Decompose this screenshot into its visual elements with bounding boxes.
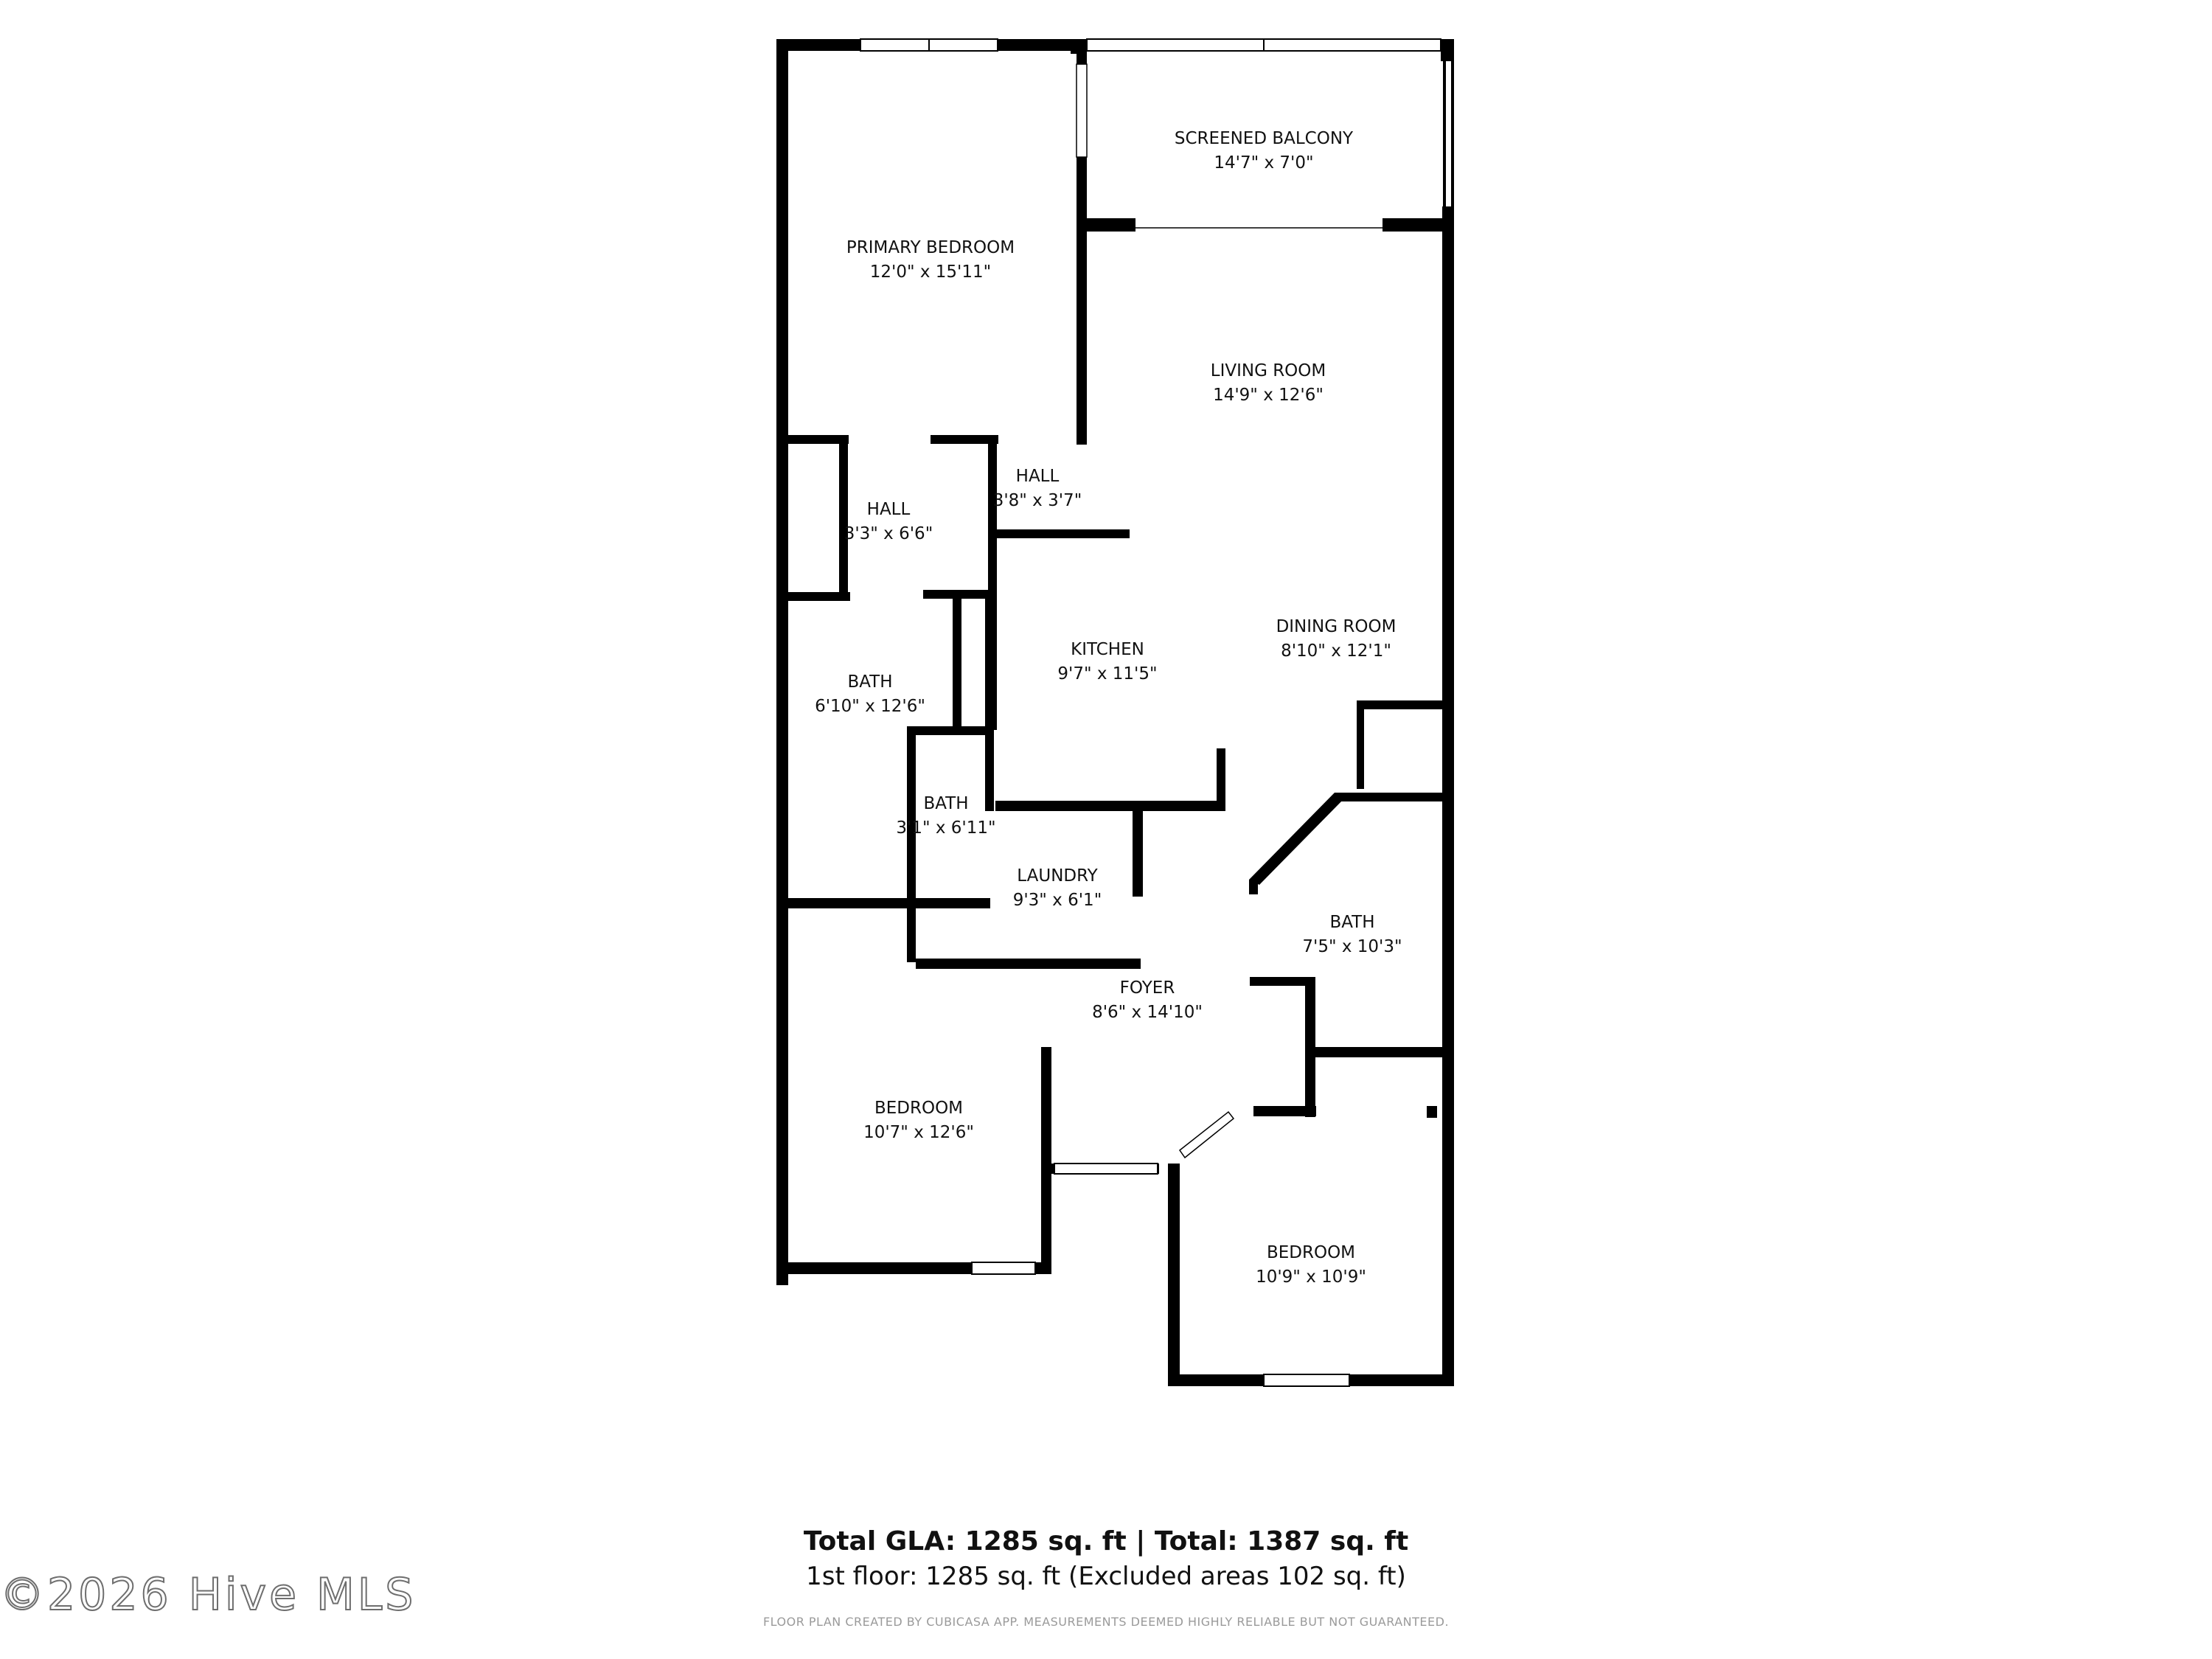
room-label-hall-upper: HALL: [1016, 467, 1060, 486]
room-label-bath-small: BATH: [923, 794, 968, 813]
watermark-text: ©2026 Hive MLS: [0, 1568, 417, 1621]
room-label-bedroom-left: BEDROOM: [874, 1099, 963, 1118]
room-dim-bath-large: 6'10" x 12'6": [815, 697, 925, 716]
room-dim-primary-bedroom: 12'0" x 15'11": [870, 262, 991, 282]
room-label-hall-left: HALL: [867, 500, 911, 519]
room-dim-bath-right: 7'5" x 10'3": [1302, 937, 1402, 956]
walls: [776, 39, 1454, 1386]
room-label-foyer: FOYER: [1120, 978, 1175, 998]
windows: [860, 38, 1441, 1387]
room-label-bath-large: BATH: [847, 672, 892, 692]
room-label-primary-bedroom: PRIMARY BEDROOM: [846, 238, 1015, 257]
room-dim-hall-left: 3'3" x 6'6": [844, 524, 933, 543]
room-label-dining-room: DINING ROOM: [1276, 617, 1397, 636]
room-label-living-room: LIVING ROOM: [1211, 361, 1326, 380]
room-dim-kitchen: 9'7" x 11'5": [1057, 664, 1157, 684]
disclaimer-text: FLOOR PLAN CREATED BY CUBICASA APP. MEAS…: [762, 1615, 1450, 1629]
room-dim-hall-upper: 3'8" x 3'7": [993, 491, 1082, 510]
floor-area-line: 1st floor: 1285 sq. ft (Excluded areas 1…: [806, 1562, 1406, 1591]
total-area-line: Total GLA: 1285 sq. ft | Total: 1387 sq.…: [803, 1526, 1409, 1557]
room-labels: SCREENED BALCONY 14'7" x 7'0" PRIMARY BE…: [815, 129, 1402, 1287]
room-dim-living-room: 14'9" x 12'6": [1213, 386, 1324, 405]
room-label-bedroom-right: BEDROOM: [1267, 1243, 1355, 1262]
room-dim-bedroom-left: 10'7" x 12'6": [863, 1123, 974, 1142]
room-dim-screened-balcony: 14'7" x 7'0": [1214, 153, 1313, 173]
room-dim-foyer: 8'6" x 14'10": [1092, 1003, 1203, 1022]
room-dim-bedroom-right: 10'9" x 10'9": [1256, 1267, 1366, 1287]
room-label-bath-right: BATH: [1329, 913, 1374, 932]
room-dim-laundry: 9'3" x 6'1": [1013, 891, 1102, 910]
room-dim-dining-room: 8'10" x 12'1": [1281, 641, 1391, 661]
room-label-screened-balcony: SCREENED BALCONY: [1175, 129, 1354, 148]
room-dim-bath-small: 3'1" x 6'11": [896, 818, 995, 838]
room-label-laundry: LAUNDRY: [1017, 866, 1098, 886]
room-label-kitchen: KITCHEN: [1071, 640, 1144, 659]
